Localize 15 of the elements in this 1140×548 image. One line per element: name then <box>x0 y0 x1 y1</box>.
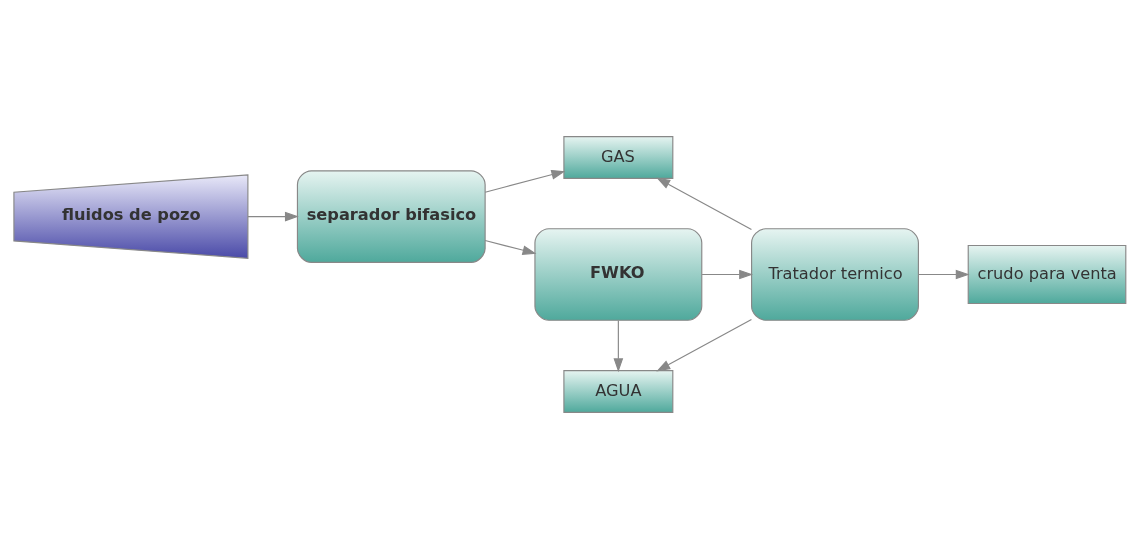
node-box: Tratador termico <box>751 227 919 321</box>
node-box: GAS <box>563 135 674 179</box>
arrow <box>656 177 753 230</box>
node-box: fluidos de pozo <box>13 173 249 259</box>
arrow <box>656 318 753 371</box>
node-box: separador bifasico <box>296 169 486 263</box>
arrow <box>247 211 299 221</box>
arrow <box>701 269 754 279</box>
arrow <box>613 319 624 372</box>
arrow <box>917 269 970 279</box>
node-box: FWKO <box>534 227 703 321</box>
node-box: AGUA <box>563 369 674 413</box>
node-box: crudo para venta <box>967 244 1127 304</box>
arrow <box>484 169 566 193</box>
arrow <box>484 239 537 255</box>
